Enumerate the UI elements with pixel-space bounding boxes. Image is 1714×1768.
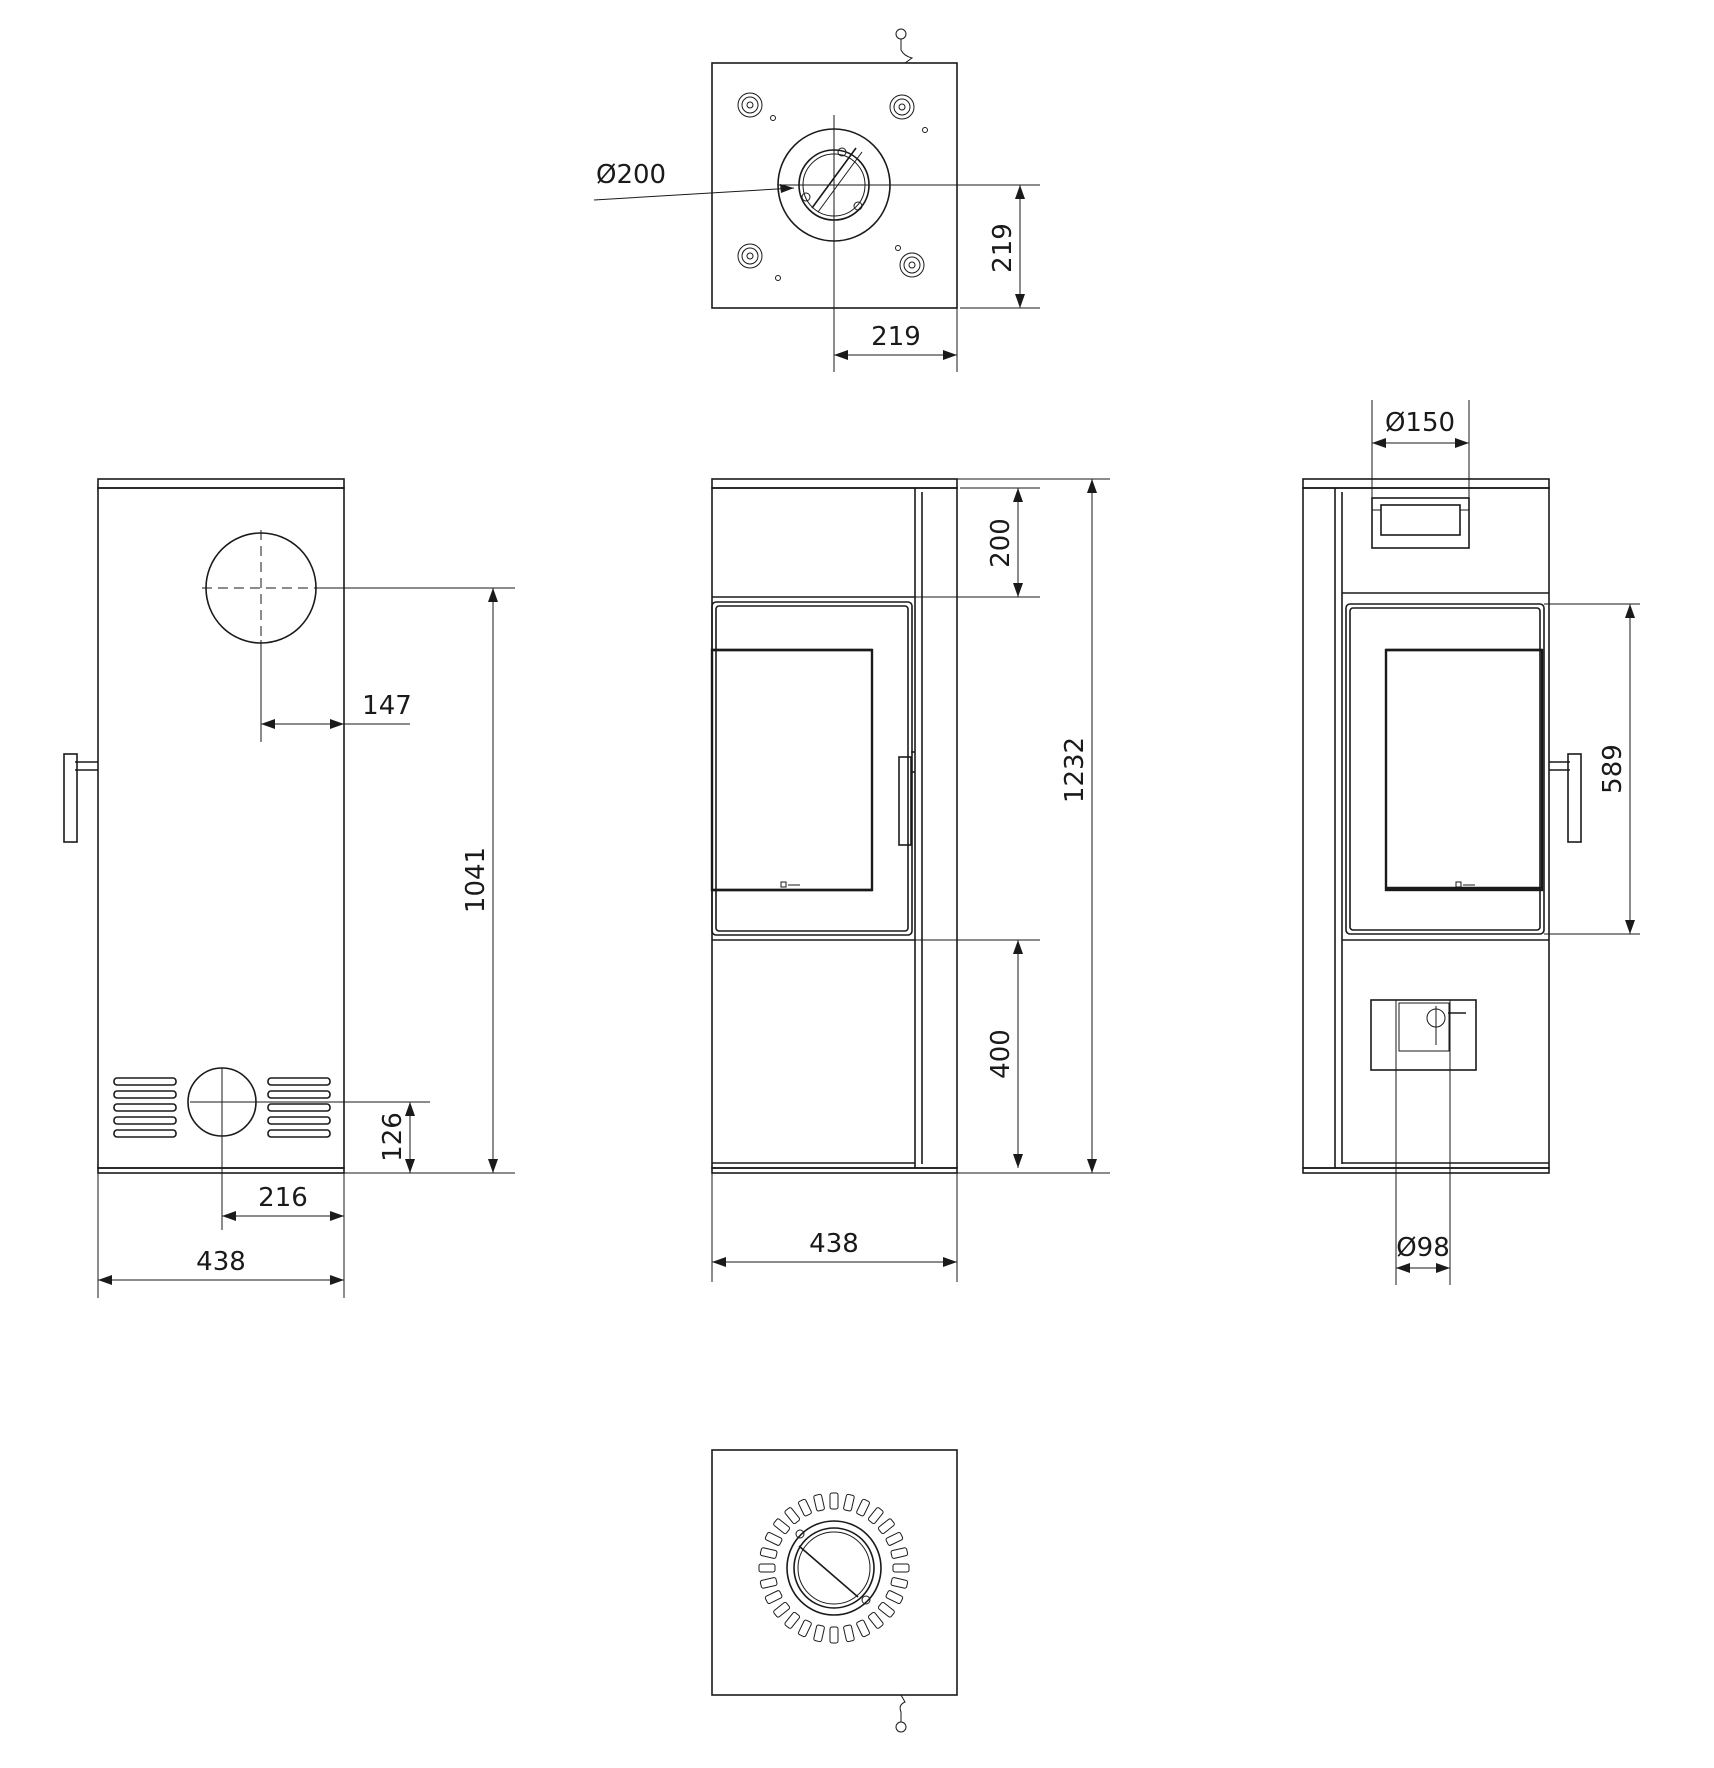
top-view: Ø200 219 219 — [593, 28, 1040, 372]
side-view: Ø150 589 Ø98 — [1302, 400, 1640, 1285]
vent-slot — [867, 1611, 884, 1629]
vent-slot — [890, 1547, 909, 1559]
vent-slot — [773, 1601, 791, 1618]
vent-slot — [890, 1577, 909, 1589]
dim-rear-air-inlet-offset: 216 — [258, 1183, 308, 1213]
vent-slot — [856, 1498, 870, 1517]
dim-side-top-outlet-diameter: Ø150 — [1385, 408, 1455, 438]
vent-slot — [784, 1507, 801, 1525]
foot-top-left — [737, 92, 776, 121]
foot-bottom-left — [737, 243, 781, 281]
dim-rear-flue-height: 1041 — [461, 847, 491, 913]
vent-slot — [798, 1619, 812, 1638]
dim-top-offset-vertical: 219 — [988, 223, 1018, 273]
vent-slot — [759, 1577, 778, 1589]
foot-bottom-right — [895, 245, 925, 278]
vent-slot — [829, 1626, 839, 1644]
dim-front-width: 438 — [809, 1229, 859, 1259]
vent-slot — [773, 1518, 791, 1535]
vent-slot — [885, 1532, 904, 1546]
dim-rear-air-inlet-height: 126 — [378, 1112, 408, 1162]
vent-slot — [764, 1532, 783, 1546]
foot-top-right — [889, 94, 928, 133]
vent-slot — [877, 1518, 895, 1535]
rear-vents-left — [113, 1077, 177, 1138]
vent-slot — [877, 1601, 895, 1618]
vent-slot — [892, 1563, 910, 1573]
vent-slot — [798, 1498, 812, 1517]
dim-front-top-panel: 200 — [986, 518, 1016, 568]
dim-side-door-height: 589 — [1598, 744, 1628, 794]
dim-rear-flue-offset: 147 — [362, 691, 412, 721]
vent-slot — [758, 1563, 776, 1573]
bottom-vent-ring — [758, 1492, 910, 1644]
vent-slot — [843, 1493, 855, 1512]
vent-slot — [867, 1507, 884, 1525]
vent-slot — [759, 1547, 778, 1559]
rear-vents-right — [267, 1077, 331, 1138]
dim-top-offset-horizontal: 219 — [871, 322, 921, 352]
dim-side-air-inlet-diameter: Ø98 — [1396, 1233, 1450, 1263]
vent-slot — [813, 1493, 825, 1512]
vent-slot — [856, 1619, 870, 1638]
vent-slot — [764, 1590, 783, 1604]
vent-slot — [829, 1492, 839, 1510]
front-view: 200 1232 400 438 — [710, 478, 1110, 1282]
bottom-view — [711, 1449, 958, 1733]
dim-rear-width: 438 — [196, 1247, 246, 1277]
dim-front-bottom-panel: 400 — [986, 1029, 1016, 1079]
vent-slot — [843, 1624, 855, 1643]
rear-view: 147 1041 126 216 438 — [63, 478, 515, 1298]
vent-slot — [784, 1611, 801, 1629]
vent-slot — [885, 1590, 904, 1604]
dim-front-total-height: 1232 — [1060, 737, 1090, 803]
dim-top-flue-diameter: Ø200 — [596, 160, 666, 190]
vent-slot — [813, 1624, 825, 1643]
